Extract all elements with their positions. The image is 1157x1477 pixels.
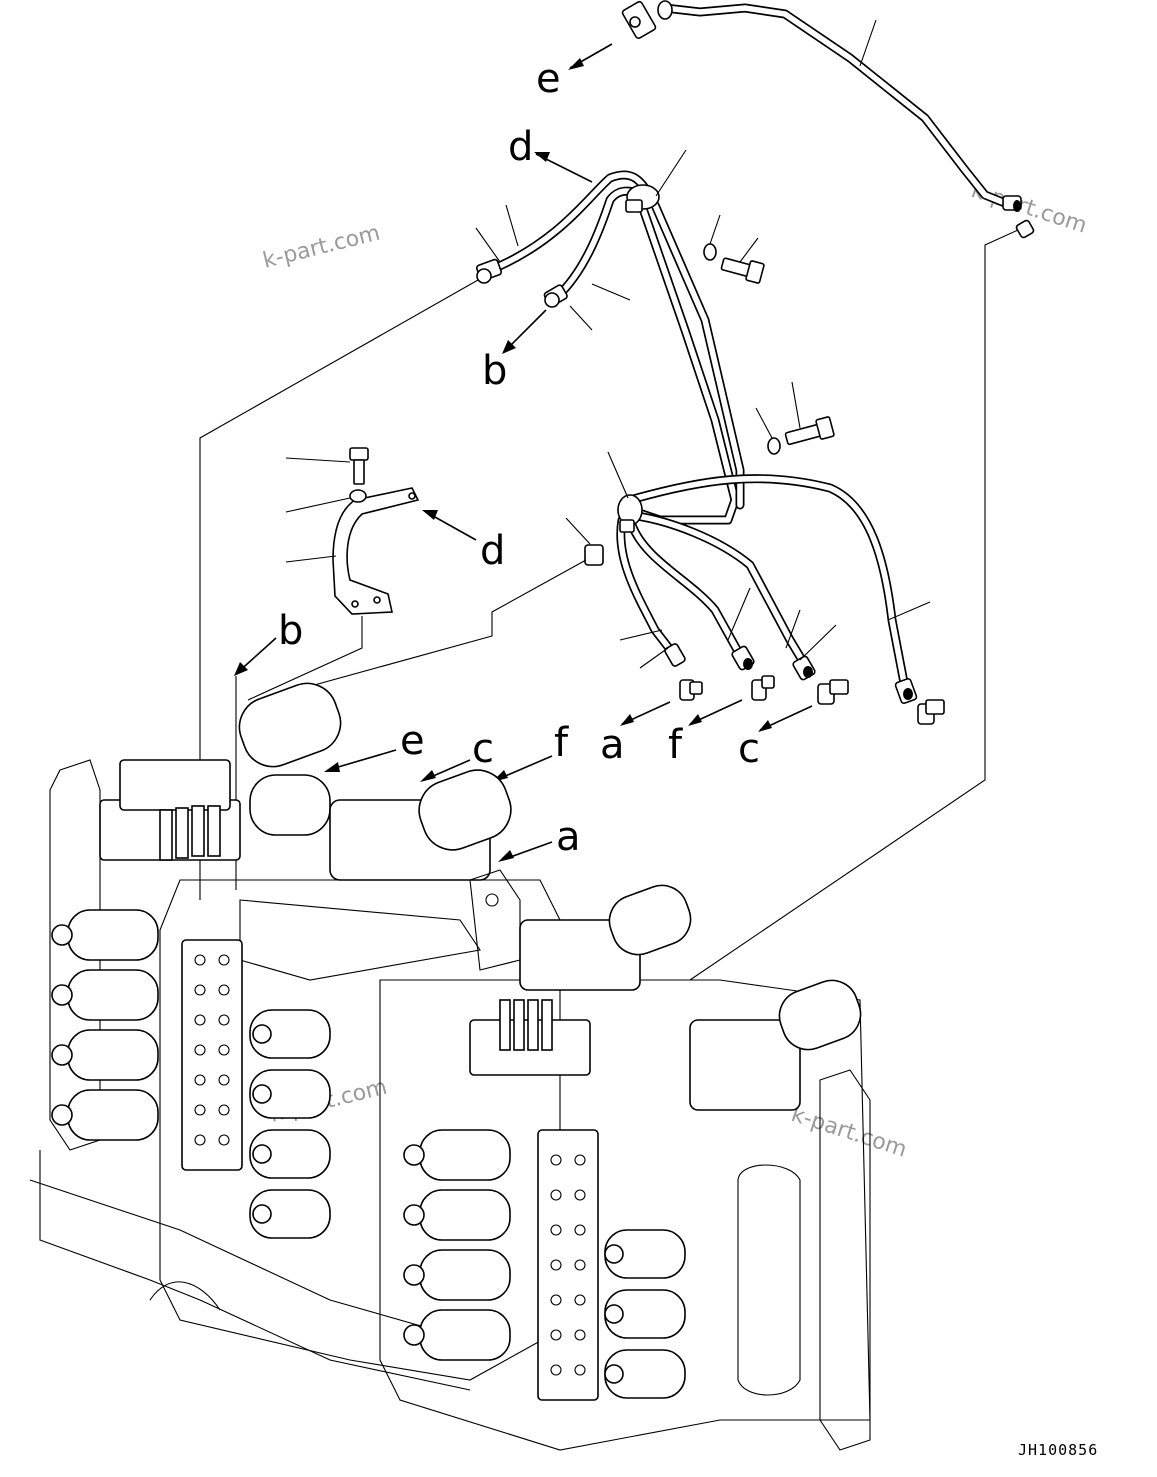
label-e-valve: e [400,718,425,764]
label-f-valve: f [554,720,569,766]
arrowhead [502,340,516,354]
label-c-valve: c [472,726,494,772]
watermark: k-part.com [260,221,382,274]
leader-line [505,204,519,247]
label-e-top: e [536,56,561,102]
machine-assembly [29,682,871,1451]
leader-line [565,517,591,545]
washer [349,489,367,503]
bolt [784,416,835,446]
arrowhead [568,58,584,70]
leader-line [655,149,687,197]
leader-line [639,647,669,669]
label-d-top: d [508,124,533,170]
hose-pair-top [475,170,745,525]
leader-line [887,601,931,621]
label-c-fitting: c [738,726,760,772]
leader-line [475,227,501,263]
leader-line [591,283,631,301]
label-f-fitting: f [668,722,683,768]
routing-lines [199,229,1019,981]
watermark: k-part.com [788,1102,910,1163]
arrowhead [620,714,634,726]
leader-line [859,19,877,67]
leader-line [569,305,593,331]
leader-line [791,381,801,429]
label-b-left: b [278,608,303,654]
bolt [720,257,765,284]
arrowhead [324,762,340,772]
label-d-bracket: d [480,528,505,574]
washer [703,243,717,261]
adapter-fittings [679,675,945,725]
leader-line [739,237,759,263]
leader-line [607,451,629,499]
leader-line [619,629,663,641]
leader-line [709,214,721,245]
bolt-small [349,447,369,485]
collar [584,544,604,566]
leader-line [285,555,337,563]
leader-line [799,624,837,661]
washer [767,437,781,455]
leader-line [785,609,801,649]
label-a-fitting: a [600,722,625,768]
leader-line [285,497,351,513]
arrowhead [758,720,772,732]
drawing-code: JH100856 [1018,1441,1098,1459]
hose-bundle-lower [616,474,918,705]
arrowhead [498,850,514,862]
label-b-mid: b [482,348,507,394]
leader-line [727,587,751,641]
arrowhead [234,662,248,676]
arrowhead [422,510,438,520]
label-a-valve: a [556,814,581,860]
leader-line [755,407,773,439]
arrow [327,749,397,771]
arrowhead [688,714,702,726]
bracket [332,487,420,615]
arrowhead [534,152,550,162]
long-pipe-e [621,0,1035,239]
arrowhead [420,770,436,782]
leader-line [285,457,351,463]
